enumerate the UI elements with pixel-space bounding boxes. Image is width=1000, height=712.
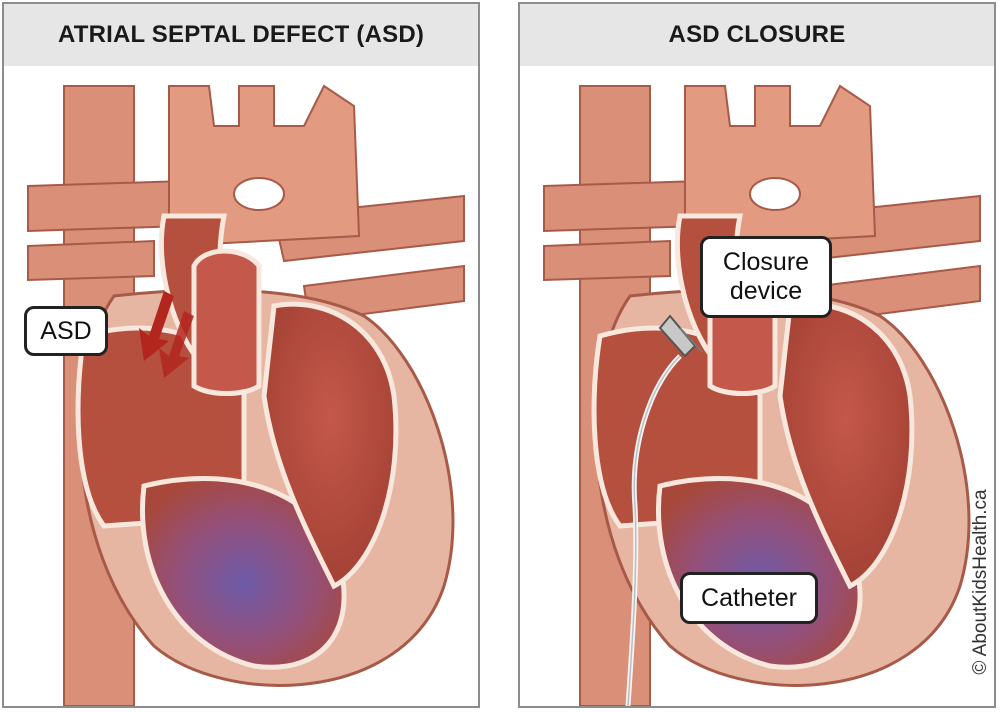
copyright-credit: © AboutKidsHealth.ca [966,460,996,704]
panel-title: ATRIAL SEPTAL DEFECT (ASD) [4,4,478,66]
asd-callout: ASD [24,306,108,356]
catheter-callout: Catheter [680,572,818,624]
shunt-arrows [139,291,194,378]
asd-closure-panel: ASD CLOSURE [518,2,996,708]
panel-title: ASD CLOSURE [520,4,994,66]
heart-body [75,213,455,687]
asd-panel: ATRIAL SEPTAL DEFECT (ASD) [2,2,480,708]
credit-text: © AboutKidsHealth.ca [970,489,991,675]
closure-device-callout: Closure device [700,236,832,318]
heart-illustration-asd [27,84,465,706]
closure-device [658,314,703,358]
